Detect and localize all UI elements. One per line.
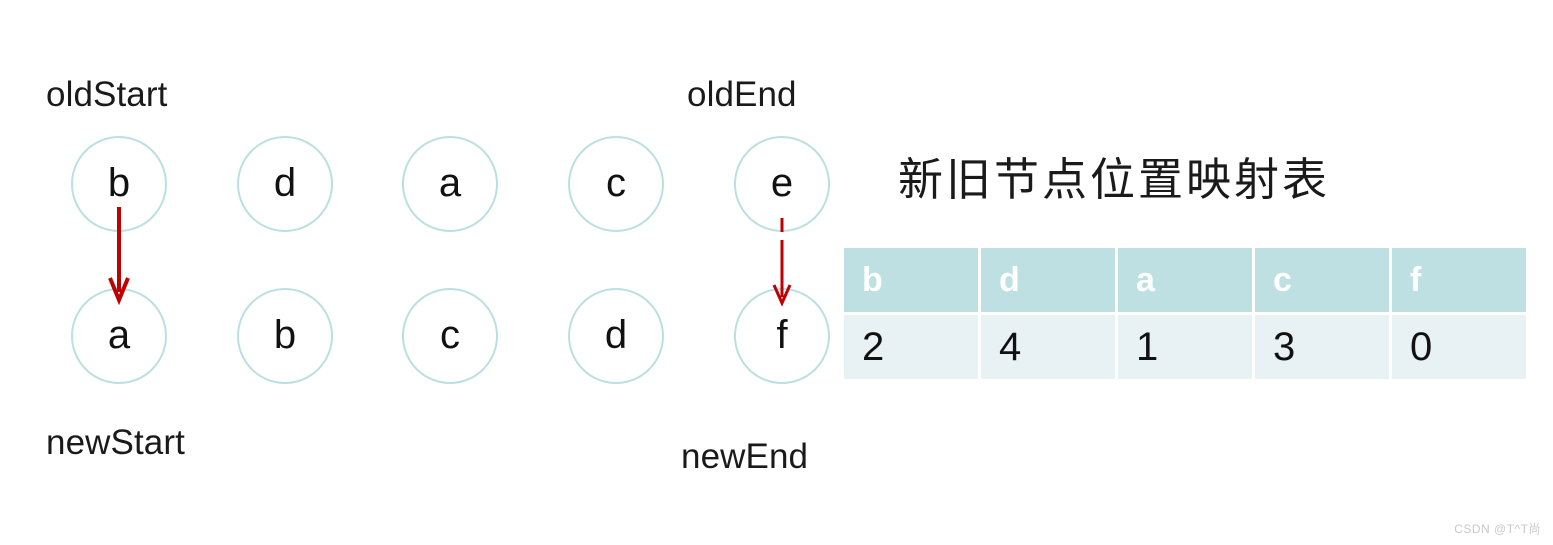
old-node-2: a xyxy=(402,136,498,232)
old-node-1: d xyxy=(237,136,333,232)
label-old-end: oldEnd xyxy=(687,75,797,114)
mapping-table-value-cell-1: 4 xyxy=(981,315,1115,379)
mapping-table-value-cell-0: 2 xyxy=(844,315,978,379)
mapping-table-header-row: b d a c f xyxy=(844,248,1526,312)
old-node-4: e xyxy=(734,136,830,232)
new-node-2-label: c xyxy=(440,313,460,357)
new-node-0-label: a xyxy=(107,313,131,357)
mapping-table-header-cell-0: b xyxy=(844,248,978,312)
old-node-4-label: e xyxy=(770,161,794,205)
new-node-2: c xyxy=(402,288,498,384)
mapping-table-header-cell-4: f xyxy=(1392,248,1526,312)
new-node-0: a xyxy=(71,288,167,384)
mapping-table-value-cell-3: 3 xyxy=(1255,315,1389,379)
new-node-1: b xyxy=(237,288,333,384)
mapping-table-value-row: 2 4 1 3 0 xyxy=(844,315,1526,379)
old-node-3-label: c xyxy=(606,161,626,205)
mapping-table: b d a c f 2 4 1 3 0 xyxy=(841,245,1529,382)
watermark: CSDN @T^T尚 xyxy=(1454,522,1541,536)
new-node-1-label: b xyxy=(273,313,297,357)
mapping-table-header-cell-2: a xyxy=(1118,248,1252,312)
mapping-table-header-cell-1: d xyxy=(981,248,1115,312)
mapping-table-value-cell-2: 1 xyxy=(1118,315,1252,379)
mapping-table-title: 新旧节点位置映射表 xyxy=(898,155,1331,205)
label-new-end: newEnd xyxy=(681,437,809,476)
new-node-4-label: f xyxy=(776,313,788,357)
mapping-table-header-cell-3: c xyxy=(1255,248,1389,312)
new-node-4: f xyxy=(734,288,830,384)
new-node-3-label: d xyxy=(604,313,628,357)
label-old-start: oldStart xyxy=(46,75,168,114)
old-node-0-label: b xyxy=(107,161,131,205)
label-new-start: newStart xyxy=(46,423,185,462)
old-node-1-label: d xyxy=(273,161,297,205)
new-node-3: d xyxy=(568,288,664,384)
old-node-3: c xyxy=(568,136,664,232)
mapping-table-value-cell-4: 0 xyxy=(1392,315,1526,379)
old-node-0: b xyxy=(71,136,167,232)
old-node-2-label: a xyxy=(438,161,462,205)
